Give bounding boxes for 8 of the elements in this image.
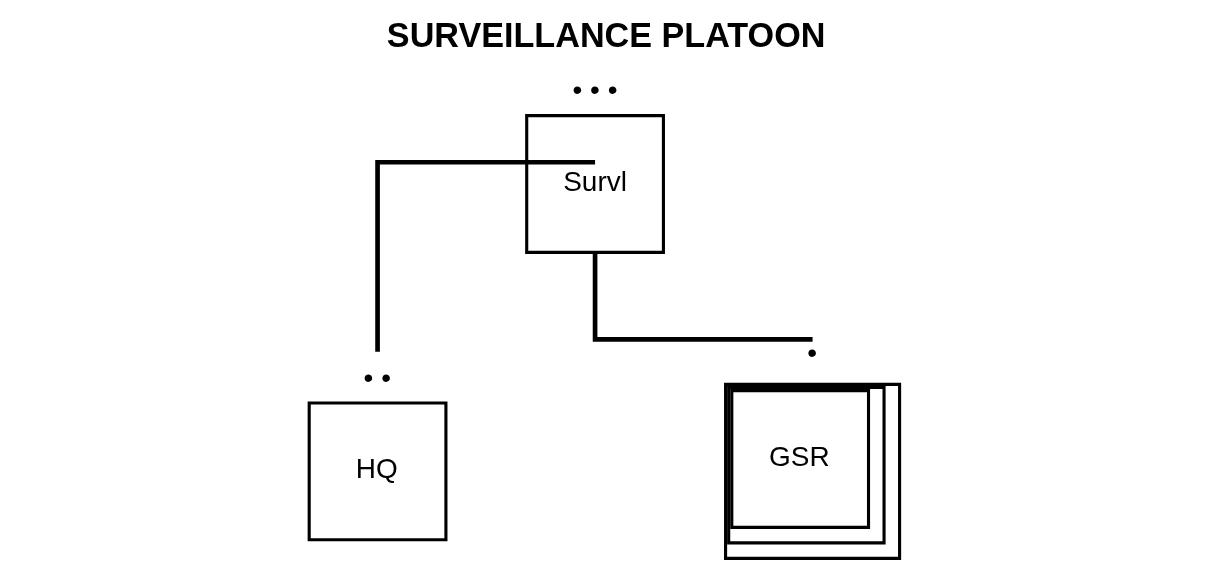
node-label: • • xyxy=(363,361,391,393)
diagram-title: SURVEILLANCE PLATOON xyxy=(386,15,825,54)
connector xyxy=(374,159,595,352)
node-label: • xyxy=(806,336,817,368)
node-box: HQ xyxy=(307,401,447,542)
node-label: • • • xyxy=(572,74,617,106)
node-box: Survl xyxy=(524,114,665,254)
connector xyxy=(592,253,813,342)
